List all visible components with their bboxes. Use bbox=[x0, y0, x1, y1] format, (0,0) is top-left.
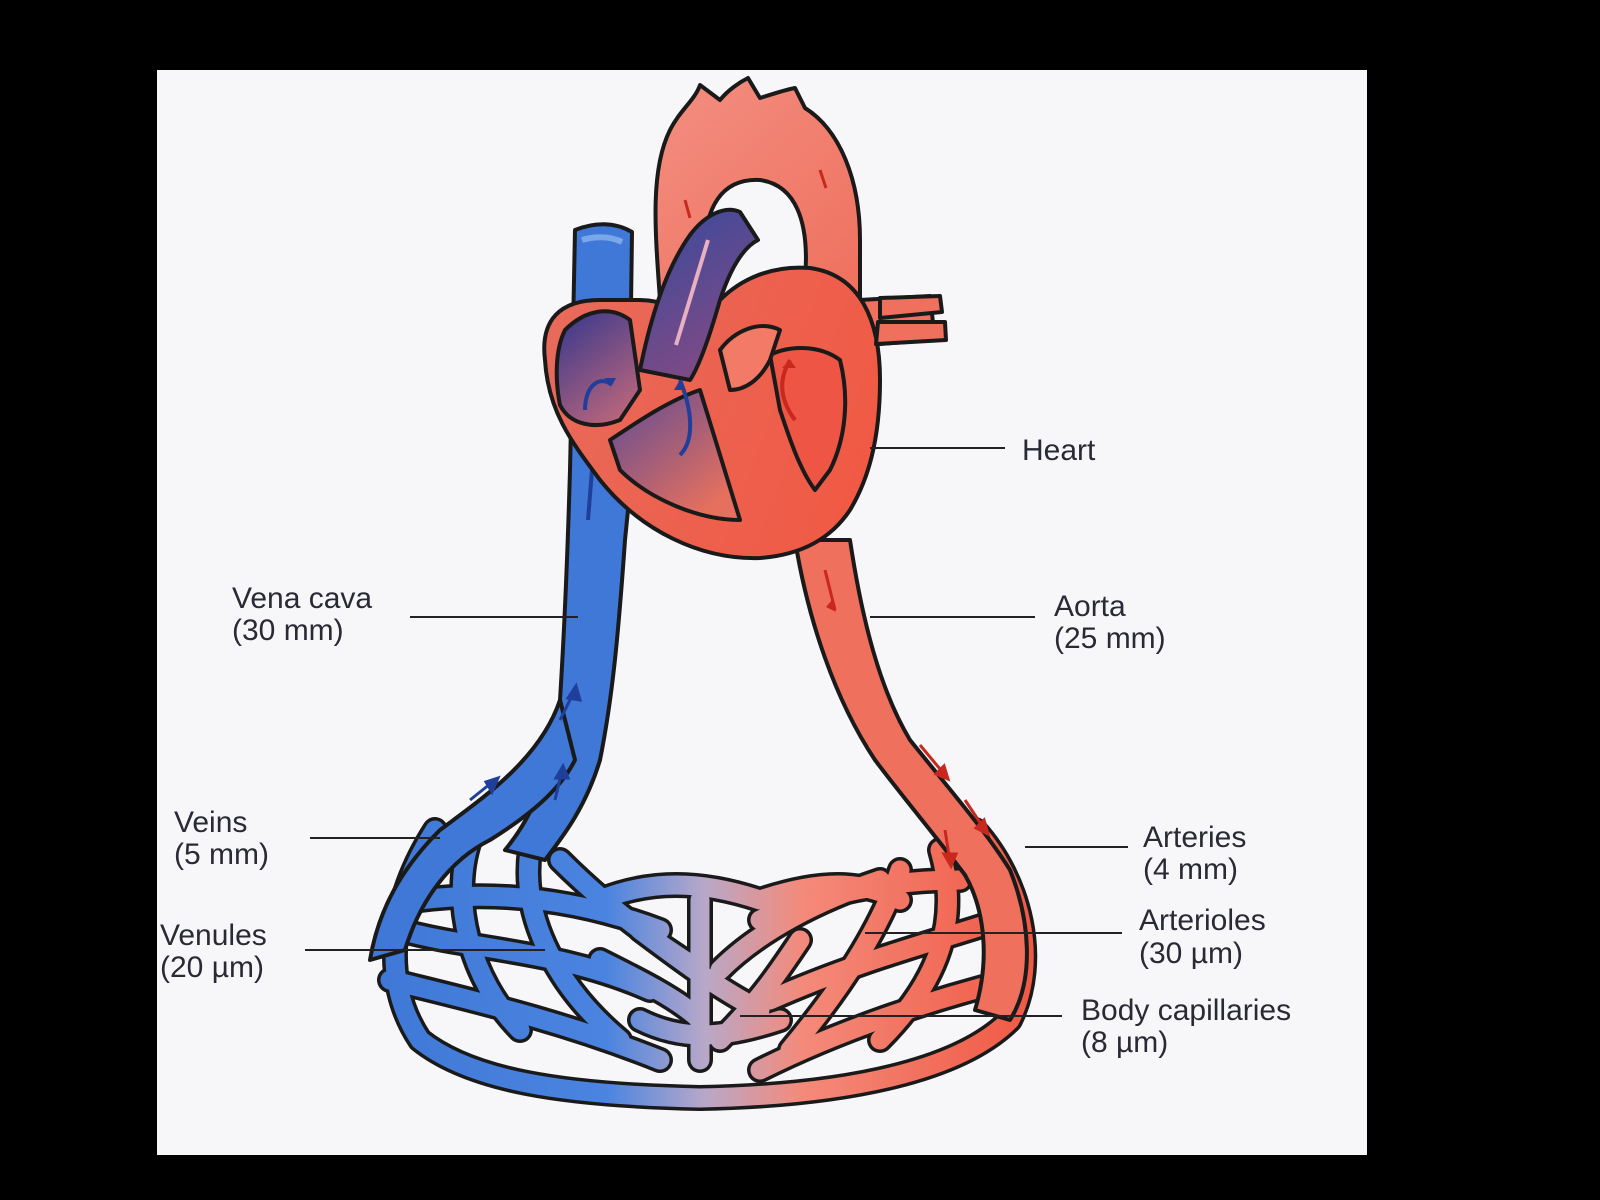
capillaries-label: Body capillaries bbox=[1081, 994, 1291, 1027]
venules-label: Venules bbox=[160, 919, 267, 952]
artery-flow-arrows bbox=[918, 744, 991, 870]
vein-branch bbox=[368, 698, 577, 962]
veins-size: (5 mm) bbox=[174, 838, 269, 871]
capillaries-size: (8 µm) bbox=[1081, 1026, 1168, 1059]
vena-cava-size: (30 mm) bbox=[232, 614, 344, 647]
leader-lines bbox=[305, 447, 1128, 1017]
aorta-size: (25 mm) bbox=[1054, 622, 1166, 655]
capillary-network bbox=[377, 817, 1038, 1111]
arteries-label: Arteries bbox=[1143, 821, 1246, 854]
veins-label: Veins bbox=[174, 806, 247, 839]
aorta-label: Aorta bbox=[1054, 590, 1126, 623]
labels: Heart Vena cava (30 mm) Aorta (25 mm) Ve… bbox=[160, 434, 1291, 1059]
venules-size: (20 µm) bbox=[160, 951, 264, 984]
heart-label: Heart bbox=[1022, 434, 1096, 467]
aorta bbox=[793, 538, 1029, 1022]
arterioles-label: Arterioles bbox=[1139, 904, 1266, 937]
arteries-size: (4 mm) bbox=[1143, 853, 1238, 886]
heart bbox=[542, 76, 948, 561]
arterioles-size: (30 µm) bbox=[1139, 937, 1243, 970]
vena-cava-label: Vena cava bbox=[232, 582, 372, 615]
vein-flow-arrows bbox=[469, 682, 583, 802]
